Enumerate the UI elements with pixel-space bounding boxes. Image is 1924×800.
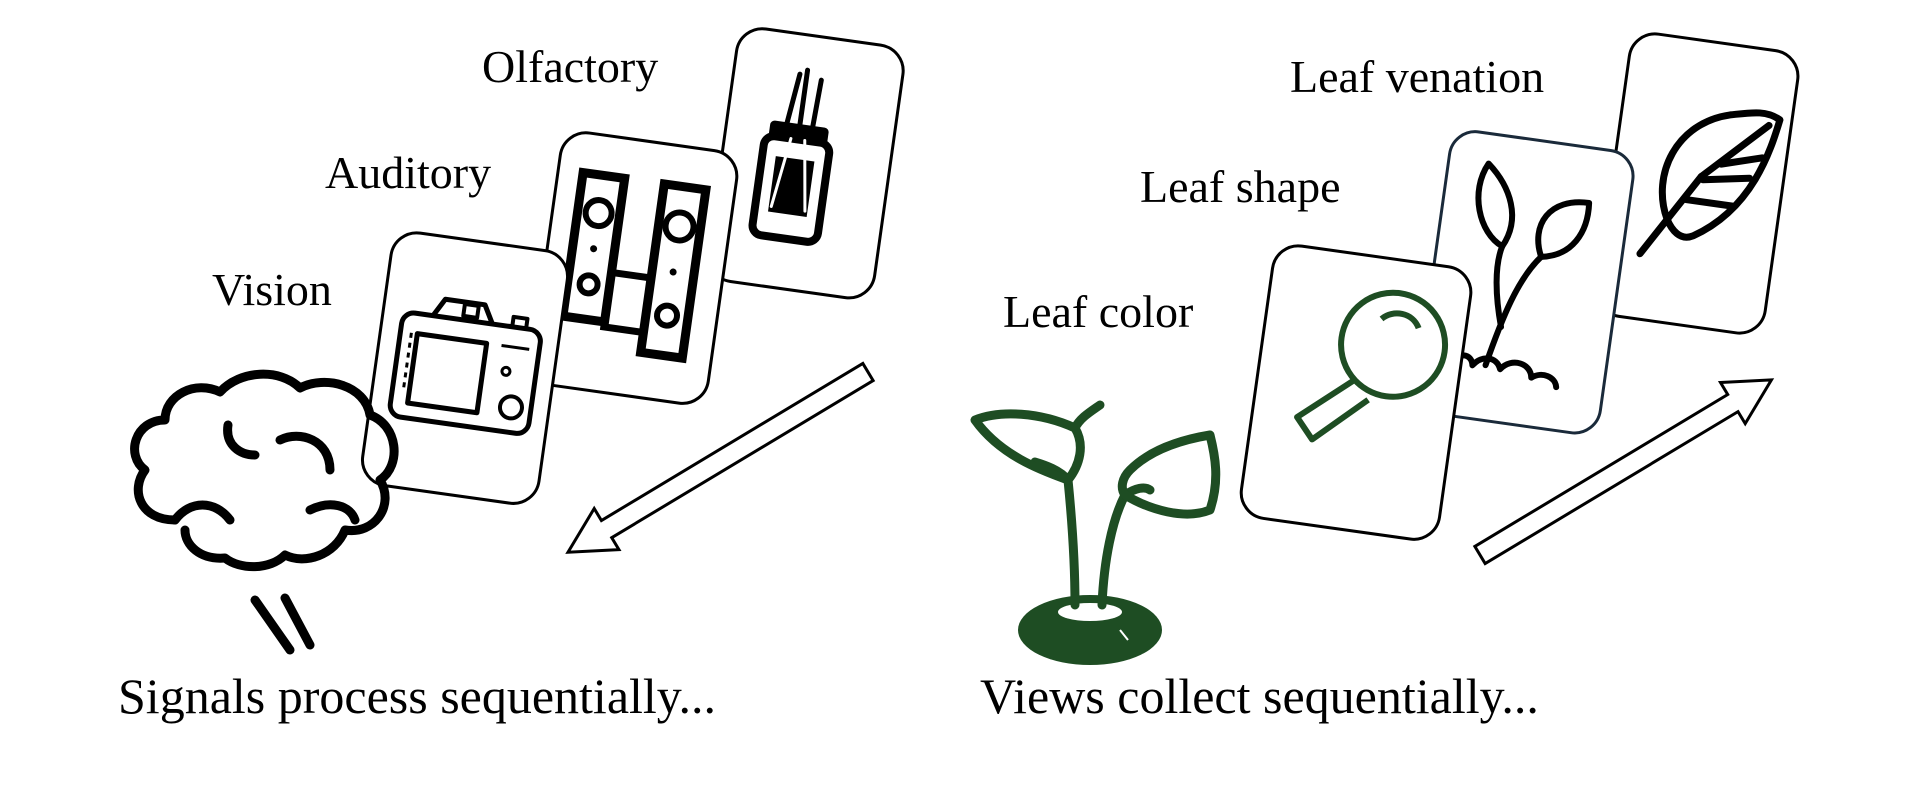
leaf-icon: [1636, 109, 1784, 258]
plant-sprout-icon: [970, 400, 1221, 665]
vision-card: [360, 231, 570, 505]
speakers-icon: [557, 167, 711, 364]
leaf-shape-card: [1415, 130, 1635, 435]
label-leaf-venation: Leaf venation: [1290, 51, 1544, 102]
left-caption: Signals process sequentially...: [118, 668, 716, 724]
diffuser-icon: [748, 67, 834, 246]
magnifier-icon: [1294, 289, 1449, 443]
olfactory-card: [706, 27, 905, 300]
collect-arrow: [1472, 378, 1775, 566]
leaf-color-card: [1239, 244, 1473, 541]
auditory-card: [530, 131, 739, 405]
label-vision: Vision: [212, 264, 332, 315]
brain-icon: [130, 369, 399, 655]
label-leaf-color: Leaf color: [1003, 286, 1193, 337]
label-auditory: Auditory: [325, 147, 491, 198]
right-caption: Views collect sequentially...: [980, 668, 1539, 724]
process-arrow: [565, 361, 876, 554]
label-leaf-shape: Leaf shape: [1140, 161, 1341, 212]
label-olfactory: Olfactory: [482, 41, 658, 92]
camera-icon: [387, 296, 543, 436]
seedling-icon: [1447, 160, 1593, 391]
